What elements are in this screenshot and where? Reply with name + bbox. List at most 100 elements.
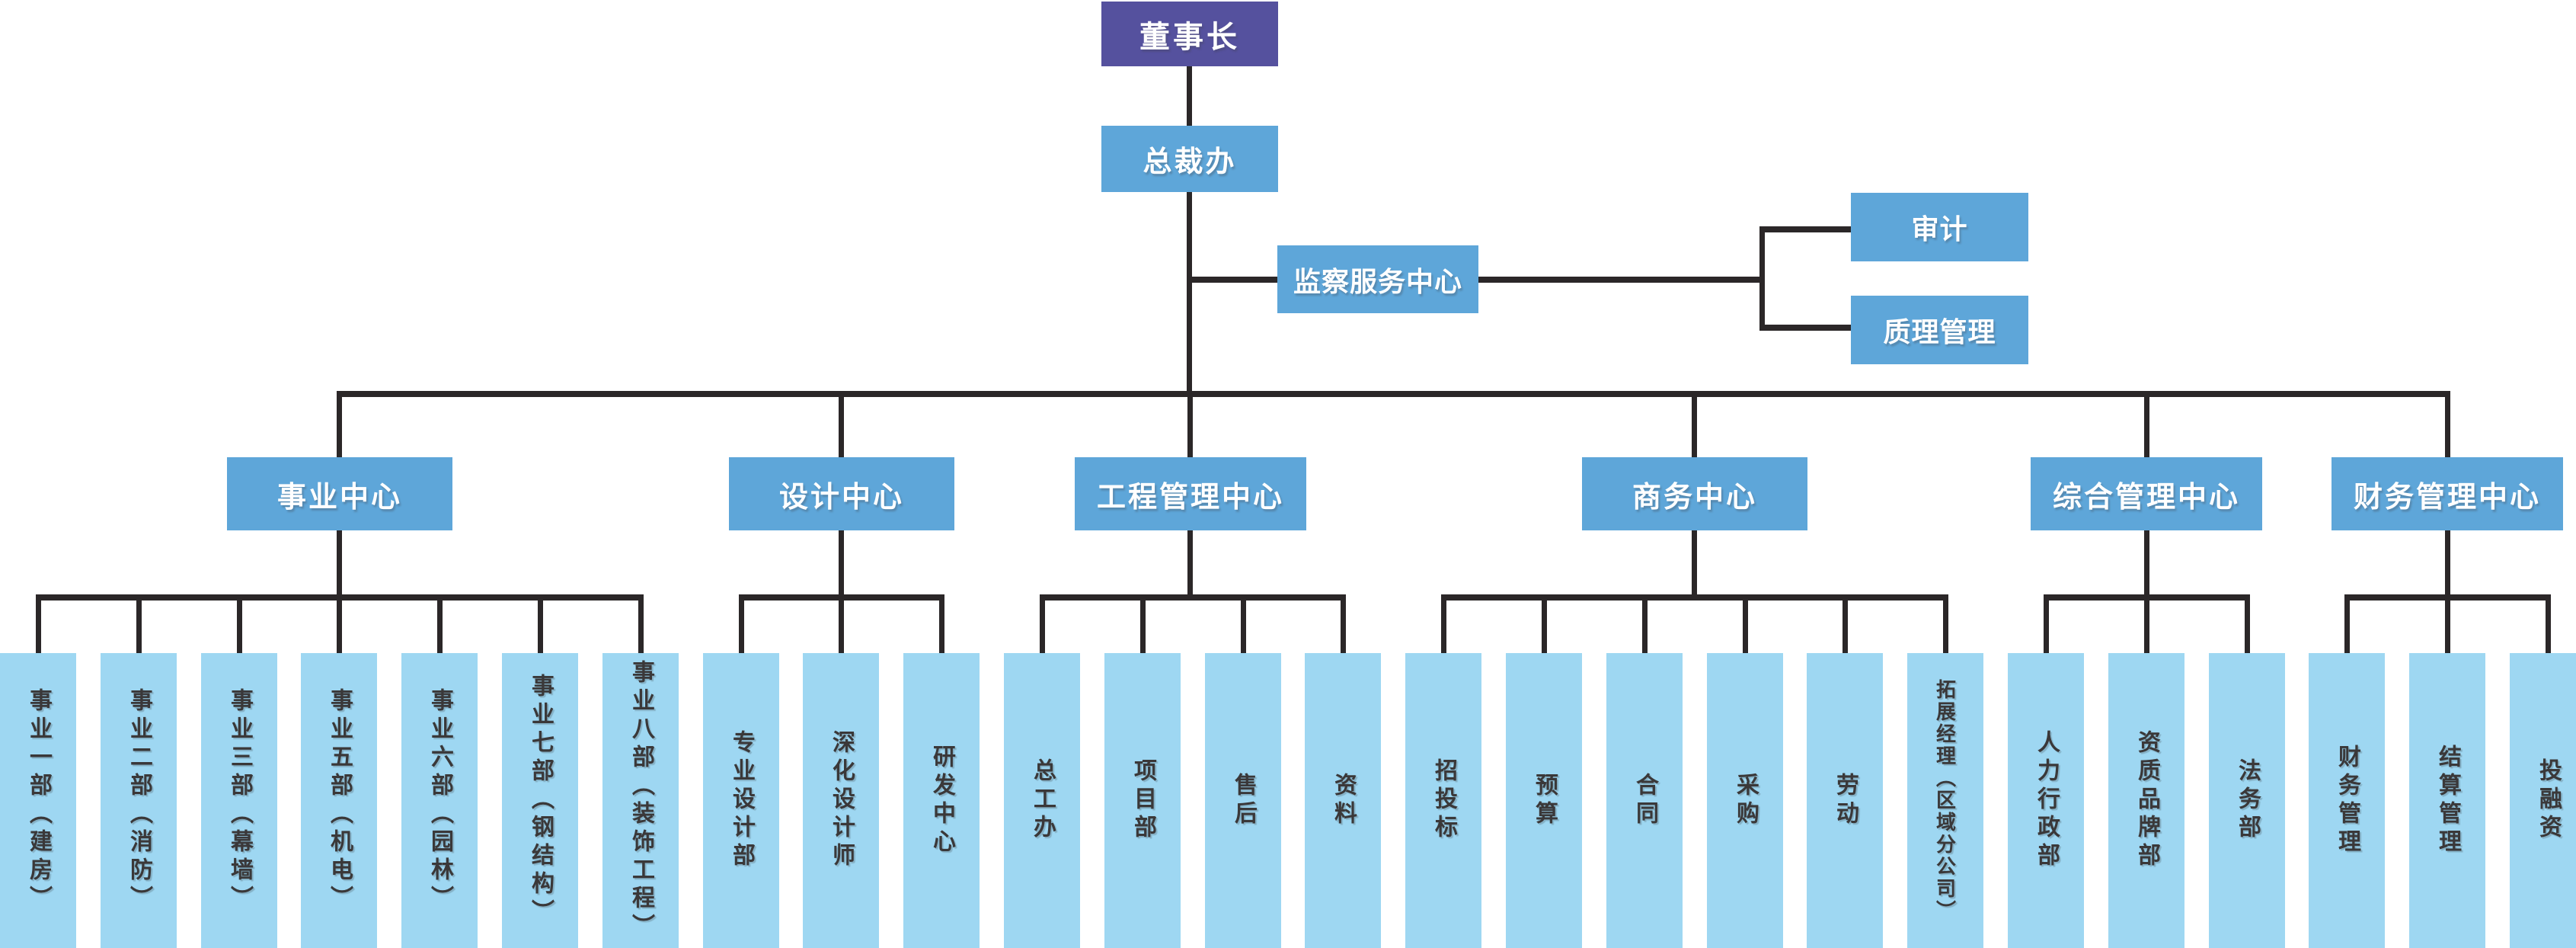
connector-supervision-left [1190, 277, 1277, 283]
node-chairman: 董事长 [1101, 2, 1278, 66]
drop-line-business-center [337, 397, 342, 457]
leaf-stub [337, 594, 342, 653]
leaf-label: 事业七部（钢结构） [528, 674, 553, 927]
leaf-stub [437, 594, 443, 653]
leaf-dept: 事业八部（装饰工程） [602, 653, 679, 948]
leaf-stub [1341, 594, 1346, 653]
leaf-stub [237, 594, 242, 653]
group-trunk-general [2144, 530, 2149, 601]
node-commerce-center: 商务中心 [1582, 457, 1807, 530]
leaf-stub [1241, 594, 1246, 653]
node-audit: 审计 [1851, 193, 2028, 261]
node-president-office: 总裁办 [1101, 126, 1278, 192]
drop-line-general-center [2144, 397, 2149, 457]
node-finance-management-center: 财务管理中心 [2332, 457, 2563, 530]
leaf-stub [839, 594, 844, 653]
leaf-dept: 招投标 [1405, 653, 1481, 948]
leaf-label: 售后 [1231, 772, 1256, 829]
leaf-label: 资质品牌部 [2134, 730, 2159, 871]
leaf-label: 预算 [1532, 772, 1557, 829]
leaf-label: 合同 [1632, 772, 1657, 829]
drop-line-engineering-center [1187, 397, 1193, 457]
drop-line-finance-center [2445, 397, 2450, 457]
leaf-dept: 财务管理 [2309, 653, 2385, 948]
leaf-dept: 事业六部（园林） [401, 653, 478, 948]
leaf-label: 资料 [1331, 772, 1356, 829]
leaf-stub [2344, 594, 2350, 653]
leaf-label: 事业三部（幕墙） [227, 687, 252, 914]
leaf-stub [1542, 594, 1547, 653]
leaf-dept: 事业二部（消防） [101, 653, 177, 948]
leaf-label: 事业一部（建房） [26, 687, 51, 914]
leaf-dept: 法务部 [2209, 653, 2285, 948]
leaf-label: 研发中心 [929, 744, 954, 857]
leaf-dept: 结算管理 [2409, 653, 2485, 948]
group-bar-commerce [1441, 594, 1948, 601]
leaf-stub [1642, 594, 1648, 653]
leaf-stub [1441, 594, 1446, 653]
node-general-management-center: 综合管理中心 [2031, 457, 2262, 530]
leaf-stub [2546, 594, 2551, 653]
drop-line-design-center [839, 397, 844, 457]
leaf-stub [2445, 594, 2450, 653]
leaf-label: 总工办 [1030, 758, 1055, 843]
node-business-center: 事业中心 [227, 457, 452, 530]
connector-supervision-right [1478, 277, 1765, 283]
leaf-label: 结算管理 [2435, 744, 2460, 857]
leaf-stub [1943, 594, 1948, 653]
node-quality-management: 质理管理 [1851, 296, 2028, 364]
leaf-dept: 专业设计部 [703, 653, 779, 948]
group-trunk-finance [2445, 530, 2450, 601]
group-bar-engineering [1040, 594, 1346, 601]
leaf-label: 采购 [1733, 772, 1758, 829]
leaf-label: 事业六部（园林） [427, 687, 452, 914]
leaf-stub [2044, 594, 2049, 653]
leaf-label: 拓展经理（区域分公司） [1933, 679, 1957, 922]
group-trunk-commerce [1692, 530, 1697, 601]
leaf-dept: 深化设计师 [803, 653, 879, 948]
group-trunk-business [337, 530, 342, 601]
connector-chairman-president [1187, 66, 1192, 126]
node-engineering-center: 工程管理中心 [1075, 457, 1306, 530]
leaf-dept: 预算 [1506, 653, 1582, 948]
leaf-label: 事业八部（装饰工程） [628, 659, 654, 942]
leaf-label: 项目部 [1130, 758, 1155, 843]
leaf-stub [1843, 594, 1848, 653]
leaf-dept: 总工办 [1004, 653, 1080, 948]
leaf-dept: 事业五部（机电） [301, 653, 377, 948]
leaf-dept: 采购 [1707, 653, 1783, 948]
drop-line-commerce-center [1692, 397, 1697, 457]
leaf-dept: 人力行政部 [2008, 653, 2084, 948]
leaf-stub [739, 594, 744, 653]
leaf-label: 法务部 [2235, 758, 2260, 843]
leaf-stub [2144, 594, 2149, 653]
leaf-dept: 拓展经理（区域分公司） [1907, 653, 1983, 948]
leaf-dept: 劳动 [1807, 653, 1883, 948]
leaf-stub [638, 594, 644, 653]
leaf-stub [136, 594, 142, 653]
group-trunk-design [839, 530, 844, 601]
leaf-stub [1140, 594, 1146, 653]
connector-supervision-junction [1759, 226, 1765, 330]
leaf-stub [1040, 594, 1045, 653]
connector-president-trunk [1187, 191, 1192, 397]
leaf-stub [2245, 594, 2250, 653]
leaf-label: 财务管理 [2335, 744, 2360, 857]
leaf-label: 人力行政部 [2034, 730, 2059, 871]
node-design-center: 设计中心 [729, 457, 954, 530]
leaf-label: 专业设计部 [729, 730, 754, 871]
leaf-stub [939, 594, 944, 653]
distribution-line [337, 391, 2450, 397]
leaf-label: 事业二部（消防） [126, 687, 152, 914]
leaf-dept: 事业一部（建房） [0, 653, 76, 948]
group-trunk-engineering [1187, 530, 1193, 601]
connector-quality-branch [1759, 325, 1851, 331]
connector-audit-branch [1759, 226, 1851, 232]
leaf-stub [1743, 594, 1748, 653]
leaf-dept: 投融资 [2510, 653, 2576, 948]
leaf-dept: 研发中心 [903, 653, 980, 948]
leaf-dept: 事业三部（幕墙） [201, 653, 277, 948]
leaf-label: 劳动 [1833, 772, 1858, 829]
leaf-dept: 事业七部（钢结构） [502, 653, 578, 948]
